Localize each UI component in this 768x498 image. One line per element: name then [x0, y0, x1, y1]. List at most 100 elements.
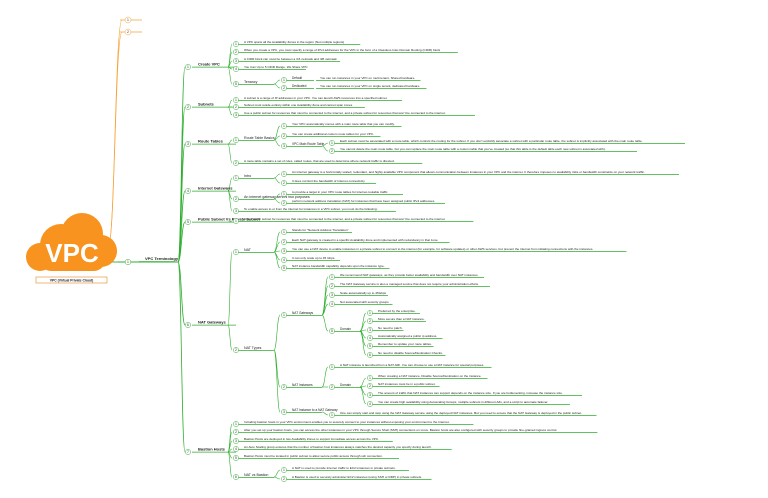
leaf-node-text[interactable]: An internet gateway is a horizontally sc…: [292, 170, 645, 174]
node-number: 3: [283, 410, 285, 414]
group-node-label[interactable]: Route Table Basics: [244, 136, 275, 140]
connector-line: [273, 349, 281, 413]
group-node-label[interactable]: NAT vs Bastion: [244, 473, 268, 477]
leaf-node-text[interactable]: It can only scale up to 45 Gbps.: [292, 256, 335, 260]
group-node-label[interactable]: NAT: [244, 248, 252, 252]
connector-line: [273, 79, 281, 85]
connector-line: [227, 143, 233, 164]
connector-line: [227, 190, 233, 212]
leaf-node-text[interactable]: After you set up your bastion hosts, you…: [244, 428, 557, 432]
node-number: 7: [187, 450, 189, 454]
leaf-node-text[interactable]: A subnet is a range of IP addresses in y…: [244, 96, 388, 100]
leaf-node-text[interactable]: You can create high availability using A…: [378, 400, 548, 404]
leaf-node-text[interactable]: Automatically assigned a public ip addre…: [378, 334, 437, 338]
leaf-node-text[interactable]: We recommend NAT gateways, as they provi…: [340, 273, 479, 277]
leaf-node-text[interactable]: You cannot delete the main route table, …: [340, 147, 606, 151]
leaf-node-text[interactable]: Use a public subnet for resources that m…: [244, 111, 446, 115]
node-number: 6: [187, 323, 189, 327]
main-node-label[interactable]: VPC Terminology: [145, 256, 179, 261]
leaf-node-text[interactable]: Your VPC automatically comes with a main…: [292, 122, 395, 126]
leaf-node-text[interactable]: Each NAT gateway is created in a specifi…: [292, 238, 438, 242]
leaf-node-text[interactable]: perform network address translation (NAT…: [292, 199, 435, 203]
node-number: 3: [235, 209, 237, 213]
node-number-badge: [367, 375, 373, 381]
node-number: 1: [283, 230, 285, 234]
leaf-node-text[interactable]: Each subnet must be associated with a ro…: [340, 139, 643, 143]
node-number-badge: [329, 140, 335, 146]
node-number: 2: [235, 50, 237, 54]
group-node-label[interactable]: NAT Instance to a NAT Gateway: [292, 408, 338, 412]
leaf-node-text[interactable]: Including bastion hosts in your VPC envi…: [244, 420, 450, 424]
leaf-node-text[interactable]: You can use a NAT device to enable insta…: [292, 247, 593, 251]
tenancy-type[interactable]: Default: [292, 76, 302, 80]
leaf-node-text[interactable]: An Auto Scaling group ensures that the n…: [244, 445, 432, 449]
leaf-node-text[interactable]: No need to disable Source/Destination Ch…: [378, 351, 443, 355]
group-node-label[interactable]: NAT Instances: [292, 383, 313, 387]
leaf-node-text[interactable]: A route table contains a set of rules, c…: [244, 159, 395, 163]
connector-line: [177, 261, 186, 326]
group-node-label[interactable]: Domain: [340, 383, 351, 387]
central-title[interactable]: VPC (Virtual Private Cloud): [50, 279, 93, 283]
leaf-node-text[interactable]: The amount of traffic that NAT instances…: [378, 391, 563, 395]
leaf-node-text[interactable]: You can run instances in your VPC on mul…: [320, 76, 415, 80]
leaf-node-text[interactable]: Subnet must reside entirely within one A…: [244, 103, 353, 107]
connector-line: [273, 476, 281, 480]
group-node-label[interactable]: NAT Types: [244, 346, 262, 350]
group-node-label[interactable]: An internet gateway serves two purposes: [244, 195, 310, 199]
connector-line: [273, 231, 281, 253]
leaf-node-text[interactable]: You can run instances in your VPC on sin…: [320, 84, 420, 88]
leaf-node-text[interactable]: to provide a target in your VPC route ta…: [292, 190, 388, 194]
leaf-node-text[interactable]: You can create additional custom route t…: [292, 132, 374, 136]
leaf-node-text[interactable]: When creating a NAT instance, Disable So…: [378, 374, 482, 378]
leaf-node-text[interactable]: Not associated with security groups: [340, 300, 389, 304]
leaf-node-text[interactable]: A NAT is used to provide Internet traffi…: [292, 466, 396, 470]
leaf-node-text[interactable]: Use a public subnet for resources that m…: [244, 217, 445, 221]
group-node-label[interactable]: NAT Gateways: [292, 311, 314, 315]
leaf-node-text[interactable]: NAT instances must be in a public subnet…: [378, 382, 436, 386]
branch-label[interactable]: NAT Gateways: [198, 320, 226, 325]
node-number-badge: [185, 64, 191, 70]
group-node-label[interactable]: Tenancy: [244, 80, 258, 84]
tenancy-type[interactable]: Dedicated: [292, 84, 307, 88]
leaf-node-text[interactable]: It does not limit the bandwidth of Inter…: [292, 179, 365, 183]
group-node-label[interactable]: Domain: [340, 327, 351, 331]
connector-line: [227, 220, 233, 223]
leaf-node-text[interactable]: A NAT instance is launched from a NAT AM…: [340, 363, 484, 367]
leaf-node-text[interactable]: A Bastion is used to securely administer…: [292, 475, 422, 479]
leaf-node-text[interactable]: Stands for "Network Address Translation": [292, 228, 349, 232]
node-number-badge: [233, 58, 239, 64]
node-number-badge: [281, 143, 287, 149]
leaf-node-text[interactable]: The NAT Gateway service is also a manage…: [340, 282, 479, 286]
vpc-logo[interactable]: VPC: [26, 213, 117, 271]
node-number-badge: [329, 328, 335, 334]
branch-label[interactable]: Subnets: [198, 102, 215, 107]
branch-label[interactable]: Public Subnet Vs Private Subnet: [198, 217, 260, 222]
leaf-node-text[interactable]: Bastion Hosts must be located in public …: [244, 454, 383, 458]
node-number: 4: [235, 447, 237, 451]
node-number: 1: [331, 413, 333, 417]
leaf-node-text[interactable]: You Can Up to 5 CIDR Range, We Share VPC: [244, 65, 308, 69]
node-number-badge: [367, 335, 373, 341]
group-node-label[interactable]: VPC Main Route Table: [292, 142, 324, 146]
leaf-node-text[interactable]: One can simply start and stop using the …: [340, 411, 582, 415]
branch-label[interactable]: Internet Gateways: [198, 186, 233, 191]
branch-label[interactable]: Bastion Hosts: [198, 447, 226, 452]
leaf-node-text[interactable]: Scale automatically up to 45Gbps: [340, 291, 387, 295]
leaf-node-text[interactable]: To enable access to or from the internet…: [244, 207, 378, 211]
leaf-node-text[interactable]: A CIDR block can must be between a /16 n…: [244, 57, 337, 61]
branch-label[interactable]: Create VPC: [198, 62, 220, 67]
leaf-node-text[interactable]: NAT instance bandwidth capability depend…: [292, 264, 385, 268]
leaf-node-text[interactable]: Bastion Hosts are deployed in two Availa…: [244, 437, 379, 441]
leaf-node-text[interactable]: Preferred by the enterprise.: [378, 309, 416, 313]
branch-label[interactable]: Route Tables: [198, 139, 224, 144]
node-number: 2: [187, 105, 189, 109]
node-number-badge: [281, 312, 287, 318]
leaf-node-text[interactable]: Remember to update your route tables.: [378, 342, 432, 346]
leaf-node-text[interactable]: More secure than a NAT instance.: [378, 317, 425, 321]
leaf-node-text[interactable]: When you create a VPC, you must specify …: [244, 48, 441, 52]
leaf-node-text[interactable]: A VPC spans all the Availability Zones i…: [244, 40, 344, 44]
group-node-label[interactable]: Intro: [244, 174, 251, 178]
leaf-node-text[interactable]: No need to patch.: [378, 326, 403, 330]
connector-line: [321, 303, 329, 316]
node-number: 2: [235, 161, 237, 165]
